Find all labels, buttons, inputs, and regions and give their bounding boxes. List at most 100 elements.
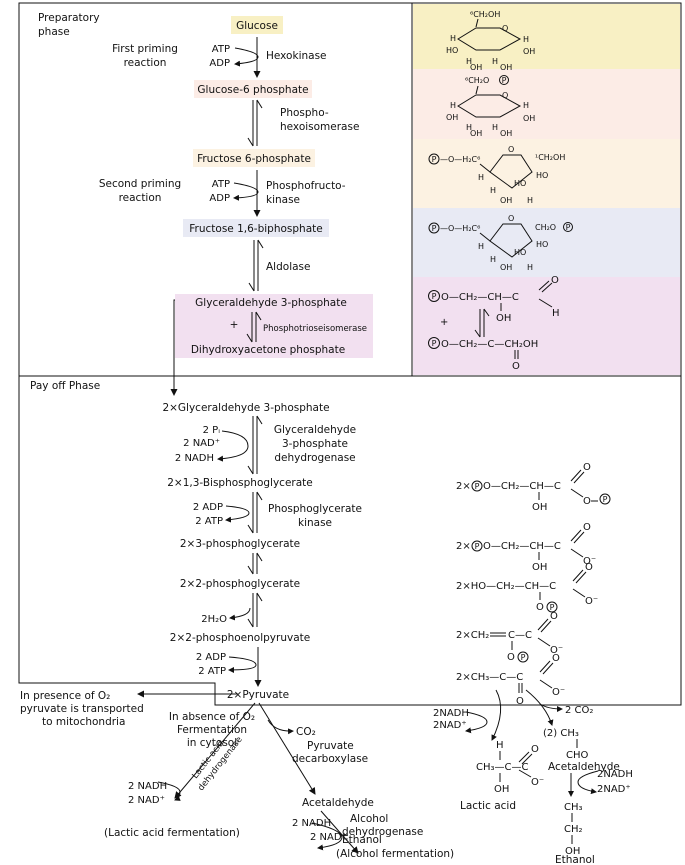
svg-text:O: O bbox=[551, 275, 559, 286]
pfk-label: Phosphofructo-kinase bbox=[266, 180, 346, 206]
svg-text:O: O bbox=[552, 653, 560, 664]
pep-label: 2×2-phosphoenolpyruvate bbox=[170, 632, 310, 644]
atp2-label-2: 2 ATP bbox=[198, 666, 226, 677]
svg-text:O: O bbox=[508, 214, 514, 223]
pyruvate-structure: 2×CH₃—C—C O O O⁻ bbox=[456, 653, 565, 707]
lactic-fermentation-label: (Lactic acid fermentation) bbox=[104, 827, 240, 839]
nadh-curve-lactate bbox=[157, 781, 181, 801]
right-to-acetaldehyde-arrow bbox=[525, 689, 554, 726]
f6p-structure-band bbox=[413, 139, 680, 208]
to-ethanol-arrow bbox=[258, 702, 316, 795]
two-ch3-label: (2) CH₃ bbox=[543, 728, 579, 739]
svg-text:O: O bbox=[531, 744, 539, 755]
triose-structure-band bbox=[413, 277, 680, 375]
co2-label: CO₂ bbox=[296, 726, 316, 738]
lactate-structure: H CH₃—C—C OH O O⁻ bbox=[476, 740, 544, 795]
gap2-label: 2×Glyceraldehyde 3-phosphate bbox=[162, 402, 329, 414]
svg-text:P: P bbox=[550, 603, 555, 612]
atp-adp-curve-1 bbox=[234, 47, 259, 67]
svg-text:O⁻: O⁻ bbox=[552, 687, 565, 698]
svg-text:P: P bbox=[521, 653, 526, 662]
svg-text:OH: OH bbox=[470, 129, 482, 138]
lac-nad-label: 2 NAD⁺ bbox=[128, 795, 165, 806]
right-nadh-label: 2NADH bbox=[433, 708, 469, 719]
svg-text:CH₂O: CH₂O bbox=[535, 223, 556, 232]
svg-text:HO: HO bbox=[514, 248, 526, 257]
nadh-curve-ethanol bbox=[311, 822, 343, 851]
f6p-label: Fructose 6-phosphate bbox=[197, 153, 311, 165]
water-curve bbox=[229, 607, 251, 621]
svg-text:O: O bbox=[583, 462, 591, 473]
svg-text:O—CH₂—CH—C: O—CH₂—CH—C bbox=[441, 292, 519, 303]
svg-text:P: P bbox=[475, 482, 480, 491]
svg-text:P: P bbox=[475, 542, 480, 551]
pi-label: 2 Pᵢ bbox=[203, 425, 221, 436]
g6p-label: Glucose-6 phosphate bbox=[197, 84, 308, 96]
svg-text:CH₃—C—C: CH₃—C—C bbox=[476, 762, 528, 773]
alc-nadh-label: 2 NADH bbox=[292, 818, 331, 829]
svg-text:OH: OH bbox=[494, 784, 509, 795]
svg-text:P: P bbox=[603, 495, 608, 504]
svg-text:O: O bbox=[512, 361, 520, 372]
svg-text:2×CH₂: 2×CH₂ bbox=[456, 630, 489, 641]
svg-text:O⁻: O⁻ bbox=[531, 777, 544, 788]
svg-text:2×: 2× bbox=[456, 541, 471, 552]
pi-nad-curve bbox=[217, 430, 249, 462]
svg-text:H: H bbox=[552, 308, 560, 319]
atp-adp-curve-2 bbox=[233, 182, 259, 201]
atp-label-2: ATP bbox=[212, 179, 230, 190]
right-nadh2-label: 2NADH bbox=[597, 769, 633, 780]
phosphohexoisomerase-label: Phospho-hexoisomerase bbox=[280, 107, 359, 133]
right-nad2-label: 2NAD⁺ bbox=[597, 784, 631, 795]
glucose-label: Glucose bbox=[236, 20, 278, 32]
g6p-structure-band bbox=[413, 69, 680, 139]
aldolase-reversible-arrow bbox=[248, 239, 264, 292]
svg-text:O—CH₂—CH—C: O—CH₂—CH—C bbox=[483, 481, 561, 492]
nadh-label: 2 NADH bbox=[175, 453, 214, 464]
pg2-label: 2×2-phosphoglycerate bbox=[180, 578, 300, 590]
svg-text:O: O bbox=[502, 91, 508, 100]
svg-text:O: O bbox=[550, 611, 558, 622]
svg-text:OH: OH bbox=[470, 63, 482, 72]
right-to-lactate-arrow bbox=[491, 689, 502, 741]
svg-text:OH: OH bbox=[446, 113, 458, 122]
svg-text:O: O bbox=[516, 696, 524, 707]
svg-text:H: H bbox=[527, 196, 533, 205]
aldolase-label: Aldolase bbox=[266, 261, 310, 273]
right-nadh-curve-2 bbox=[577, 770, 599, 795]
svg-text:H: H bbox=[450, 34, 456, 43]
svg-text:H: H bbox=[496, 740, 504, 751]
svg-text:OH: OH bbox=[523, 114, 535, 123]
plus-sign: + bbox=[230, 319, 239, 331]
to-lactate-arrow bbox=[174, 702, 256, 799]
atp-label-1: ATP bbox=[212, 44, 230, 55]
isomerase-reversible-arrow bbox=[247, 99, 263, 147]
ethanol-label: Ethanol bbox=[342, 834, 382, 846]
svg-text:¹CH₂OH: ¹CH₂OH bbox=[535, 153, 565, 162]
right-co2-curve bbox=[539, 703, 563, 712]
alcohol-fermentation-label: (Alcohol fermentation) bbox=[336, 848, 454, 860]
pg3-label: 2×3-phosphoglycerate bbox=[180, 538, 300, 550]
svg-text:O⁻: O⁻ bbox=[583, 556, 596, 567]
svg-text:H: H bbox=[490, 255, 496, 264]
tpi-label: Phosphotrioseisomerase bbox=[263, 324, 367, 334]
svg-text:P: P bbox=[502, 76, 507, 85]
svg-text:OH: OH bbox=[500, 129, 512, 138]
adp2-label-2: 2 ADP bbox=[196, 652, 226, 663]
svg-text:O: O bbox=[507, 652, 515, 663]
svg-text:CH₂: CH₂ bbox=[564, 824, 583, 835]
svg-text:O: O bbox=[502, 24, 508, 33]
svg-text:O⁻: O⁻ bbox=[585, 596, 598, 607]
svg-text:C—C: C—C bbox=[508, 630, 532, 641]
mutase-reversible-arrow bbox=[247, 552, 263, 575]
preparatory-phase-frame bbox=[18, 2, 682, 377]
svg-text:O—CH₂—C—CH₂OH: O—CH₂—C—CH₂OH bbox=[441, 339, 538, 350]
svg-text:OH: OH bbox=[500, 196, 512, 205]
